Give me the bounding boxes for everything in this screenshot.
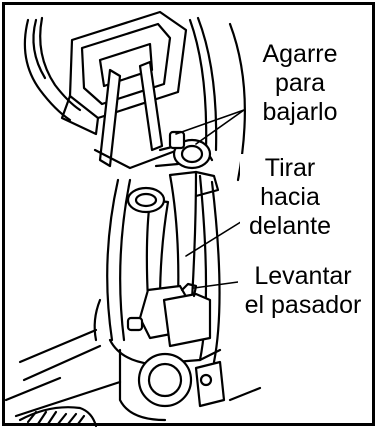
left-side-arm <box>23 16 82 122</box>
console <box>60 10 188 136</box>
callout-pin: Levantar el pasador <box>238 262 368 320</box>
callout-pull: Tirar hacia delante <box>240 154 340 241</box>
leader-lines <box>175 109 245 289</box>
grip-collar <box>154 130 212 170</box>
figure-border <box>2 2 375 426</box>
callout-grip: Agarre para bajarlo <box>246 40 354 127</box>
callout-grip-line-3: bajarlo <box>262 98 338 126</box>
left-long-arm <box>93 178 132 342</box>
callout-pull-line-1: Tirar <box>264 154 316 182</box>
locking-pin <box>180 282 198 298</box>
callout-pull-line-3: delante <box>248 212 332 240</box>
lower-mechanism <box>108 284 222 422</box>
callout-grip-line-2: para <box>274 69 326 97</box>
callout-pull-line-2: hacia <box>260 183 320 211</box>
base-frame <box>4 328 262 428</box>
callout-pin-line-2: el pasador <box>244 291 362 319</box>
callout-pin-line-1: Levantar <box>254 262 352 290</box>
callout-grip-line-1: Agarre <box>262 40 338 68</box>
upper-left-handles <box>93 60 180 170</box>
